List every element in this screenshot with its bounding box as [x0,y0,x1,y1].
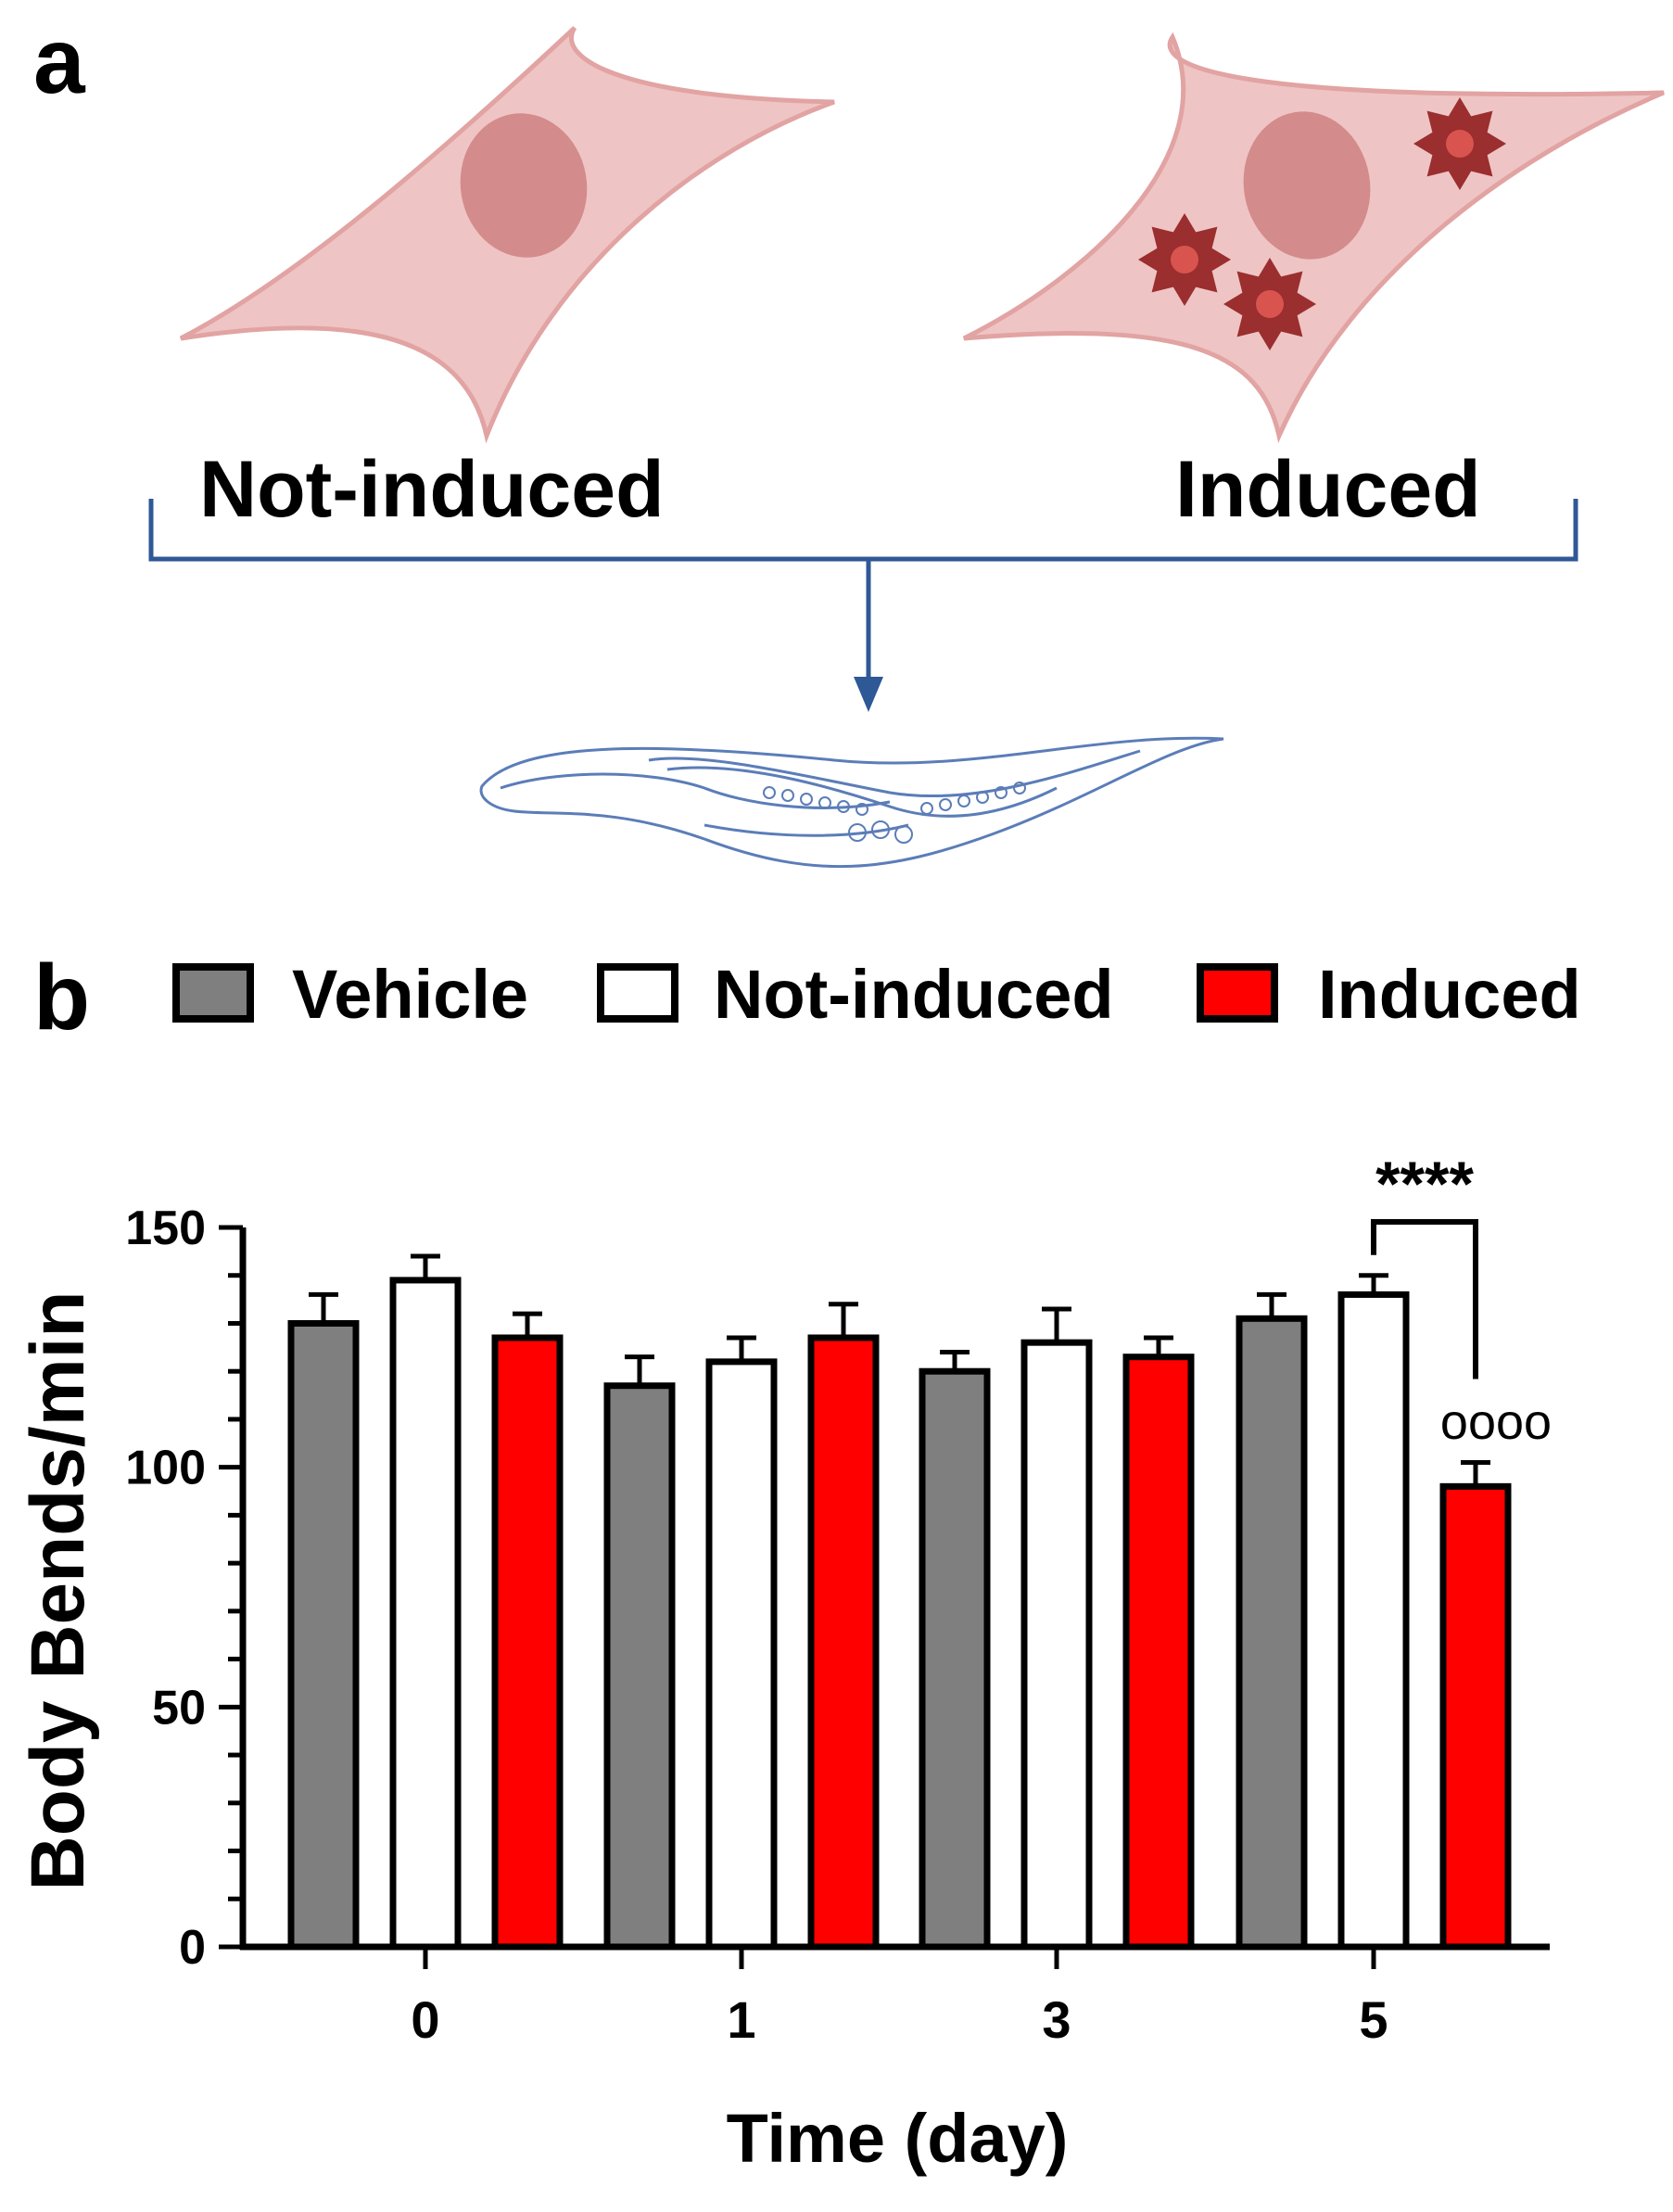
vesicle-3 [1223,258,1316,350]
bar-vehicle-day-5 [1236,1291,1308,1951]
bar [1439,1482,1512,1951]
worm-icon [479,736,1224,869]
y-tick-label: 50 [152,1681,206,1735]
x-axis-label: Time (day) [727,2100,1069,2177]
bar [603,1382,676,1951]
y-tick-label: 0 [179,1921,206,1975]
bar [807,1334,880,1951]
bar-induced-day-5 [1439,1459,1512,1951]
bracket [148,499,1578,681]
x-tick-label: 5 [1359,1990,1388,2049]
x-tick-label: 0 [411,1990,439,2049]
bars [287,1253,1512,1951]
down-arrow-icon [854,677,883,712]
vesicles [1138,97,1506,350]
bar [389,1277,462,1951]
legend-item-induced: Induced [1197,956,1581,1033]
left-cell-nucleus [460,113,588,258]
legend-swatch [597,963,678,1023]
legend-swatch [172,963,254,1023]
legend: Vehicle Not-induced Induced [172,956,1581,1033]
significance-circles: oooo [1440,1394,1552,1450]
bar [1122,1354,1195,1951]
significance-bracket [1371,1219,1478,1379]
bar-vehicle-day-3 [919,1350,991,1951]
bar [705,1358,778,1951]
bar-chart: 0 50 100 150 0 1 3 5 **** oooo Body Bends/min T… [16,1149,1552,2177]
bar-not-induced-day-5 [1337,1273,1410,1951]
panel-b-letter: b [33,946,90,1049]
bar [1337,1290,1410,1951]
legend-label: Induced [1318,956,1581,1033]
legend-swatch [1197,963,1278,1023]
bar-vehicle-day-0 [287,1291,360,1951]
legend-label: Vehicle [292,956,528,1033]
bar-not-induced-day-3 [1020,1306,1093,1951]
bar [1020,1339,1093,1951]
bar-not-induced-day-1 [705,1335,778,1951]
bar-not-induced-day-0 [389,1253,462,1951]
vesicle-1 [1413,97,1506,190]
x-ticks: 0 1 3 5 [411,1947,1388,2049]
panel-a-letter: a [33,9,86,113]
induced-label: Induced [1175,445,1481,534]
significance-stars: **** [1375,1149,1474,1219]
y-ticks: 0 50 100 150 [125,1201,243,1975]
y-axis-label: Body Bends/min [16,1291,100,1891]
legend-label: Not-induced [714,956,1114,1033]
annotations: **** oooo [1371,1149,1552,1450]
legend-item-not-induced: Not-induced [597,956,1114,1033]
right-cell-nucleus [1243,111,1371,260]
bar-vehicle-day-1 [603,1354,676,1951]
x-tick-label: 1 [727,1990,755,2049]
bar-induced-day-1 [807,1302,880,1951]
bar [491,1334,564,1951]
bar [287,1319,360,1951]
bar-induced-day-0 [491,1311,564,1951]
y-tick-label: 100 [125,1442,206,1495]
legend-item-vehicle: Vehicle [172,956,528,1033]
bar-induced-day-3 [1122,1335,1195,1951]
x-tick-label: 3 [1042,1990,1071,2049]
not-induced-label: Not-induced [199,445,665,534]
bar [1236,1315,1308,1951]
senescent-cell-icon [962,32,1665,443]
y-tick-label: 150 [125,1201,206,1255]
cell-icon [179,26,835,444]
vesicle-2 [1138,213,1231,306]
bar [919,1367,991,1951]
